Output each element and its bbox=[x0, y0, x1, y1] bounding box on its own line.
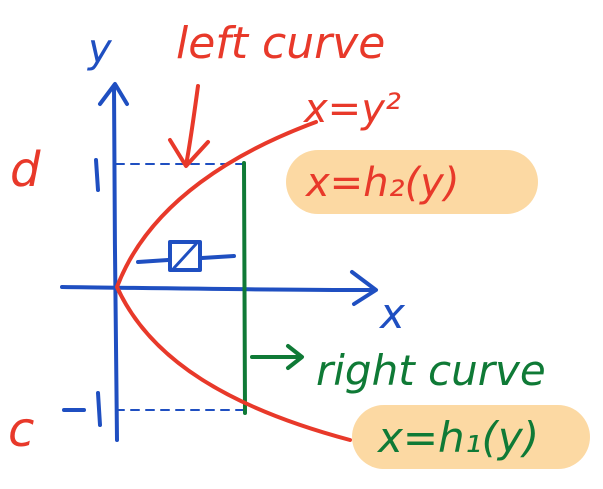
parabola-curve bbox=[115, 120, 352, 442]
y-axis-label: y bbox=[87, 26, 113, 72]
right-function-label: x=h₁(y) bbox=[376, 413, 539, 462]
strip-left-segment bbox=[136, 258, 170, 264]
tick-label-bottom: -1 bbox=[56, 393, 90, 433]
left-curve-label: left curve bbox=[176, 18, 385, 69]
area-element-box bbox=[168, 240, 202, 272]
tick-mark-top bbox=[94, 158, 100, 192]
x-axis bbox=[60, 285, 374, 292]
right-function-highlight bbox=[352, 405, 590, 469]
y-axis-arrowhead bbox=[98, 82, 129, 106]
y-axis bbox=[112, 84, 119, 442]
tick-label-top: 1 bbox=[80, 159, 102, 199]
left-curve-arrow-shaft bbox=[184, 84, 200, 167]
right-curve-line bbox=[242, 161, 247, 415]
area-element-hatch bbox=[172, 242, 198, 270]
left-function-label: x=h₂(y) bbox=[304, 160, 459, 206]
strip-right-segment bbox=[200, 254, 236, 260]
x-axis-label: x bbox=[378, 289, 406, 338]
tick-mark-bottom bbox=[96, 391, 102, 427]
x-axis-arrowhead bbox=[350, 270, 378, 306]
left-curve-arrowhead bbox=[168, 138, 210, 168]
right-curve-label: right curve bbox=[316, 346, 546, 395]
left-function-highlight bbox=[286, 150, 538, 214]
right-curve-arrowhead bbox=[286, 344, 304, 370]
c-bound-label: c bbox=[8, 402, 34, 458]
d-bound-label: d bbox=[10, 142, 41, 198]
parabola-equation-label: x=y² bbox=[302, 86, 401, 132]
